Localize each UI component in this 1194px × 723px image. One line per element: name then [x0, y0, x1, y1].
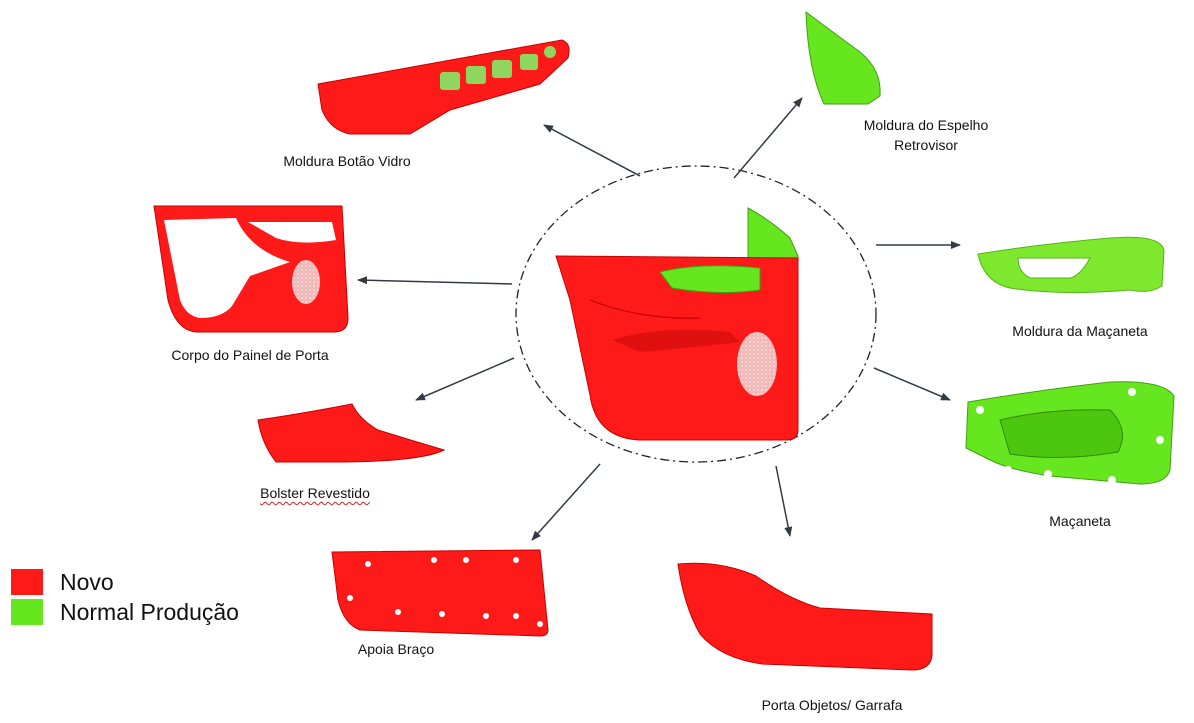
- label-bolster: Bolster Revestido: [240, 484, 390, 503]
- arrow-to-switch-bezel: [544, 125, 640, 176]
- arrow-to-bolster: [416, 358, 514, 400]
- legend-swatch-green: [11, 599, 43, 625]
- label-moldura-botao-vidro: Moldura Botão Vidro: [262, 152, 432, 171]
- mirror-frame-part: [806, 12, 880, 104]
- door-panel-body-part: [154, 206, 348, 332]
- arrow-to-handle: [874, 368, 950, 400]
- arrow-to-storage-pocket: [776, 466, 790, 536]
- label-macaneta: Maçaneta: [1030, 512, 1130, 531]
- legend-label-producao: Normal Produção: [60, 599, 239, 626]
- window-switch-bezel-part: [318, 40, 569, 134]
- armrest-part: [332, 550, 548, 636]
- legend-swatch-red: [11, 569, 43, 595]
- label-apoia-braco: Apoia Braço: [336, 640, 456, 659]
- legend-label-novo: Novo: [60, 569, 114, 596]
- label-corpo-painel: Corpo do Painel de Porta: [140, 346, 360, 365]
- handle-frame-part: [978, 237, 1164, 292]
- label-moldura-espelho-line1: Moldura do Espelho: [836, 116, 1016, 135]
- label-porta-objetos: Porta Objetos/ Garrafa: [732, 696, 932, 715]
- door-handle-part: [966, 382, 1174, 484]
- bolster-part: [258, 404, 444, 462]
- label-moldura-espelho-line2: Retrovisor: [836, 136, 1016, 155]
- storage-pocket-part: [678, 563, 932, 670]
- legend-item-producao: Normal Produção: [11, 598, 239, 626]
- center-door-panel: [556, 208, 798, 440]
- label-moldura-macaneta: Moldura da Maçaneta: [980, 322, 1180, 341]
- legend-item-novo: Novo: [11, 568, 114, 596]
- arrow-to-mirror-frame: [734, 98, 802, 178]
- arrow-to-panel-body: [358, 280, 512, 284]
- arrow-to-armrest: [532, 464, 600, 540]
